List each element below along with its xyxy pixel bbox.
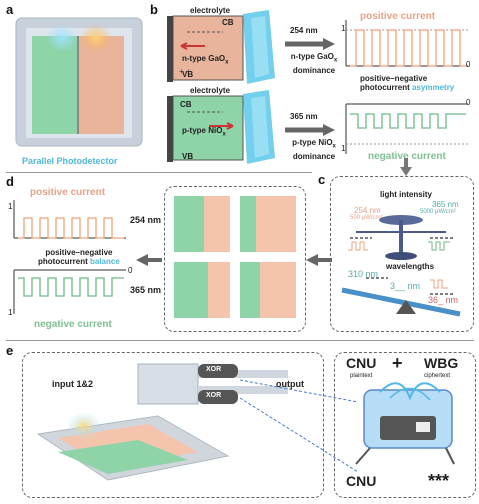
top-material-label: n-type GaOx (182, 54, 229, 66)
panel-e-right-box (334, 352, 476, 498)
left-intensity: 500 μW/cm² (350, 215, 383, 221)
bottom-dominance: p-type NiOx dominance (292, 138, 336, 161)
wavelengths-label: wavelengths (386, 262, 435, 271)
d-top-axis-one: 1 (8, 202, 13, 211)
zoom-lines (239, 379, 359, 473)
right-wavelength: 365 nm (432, 200, 459, 209)
top-axis-one: 1 (341, 24, 346, 33)
top-axis-zero: 0 (466, 60, 471, 69)
bottom-signal-label: negative current (368, 151, 446, 162)
d-positive-label: positive current (30, 187, 106, 198)
bottom-axis-one: 1 (341, 144, 346, 153)
wl-mid-label: 3__ nm (390, 281, 421, 291)
top-wavelength: 254 nm (290, 26, 318, 35)
d-negative-waveform (13, 269, 126, 314)
wl-310-label: 310 nm (348, 269, 379, 279)
d-bottom-wavelength: 365 nm (130, 285, 162, 295)
bottom-wavelength: 365 nm (290, 112, 318, 121)
output-cipher: *** (428, 471, 450, 491)
plus-sign: + (392, 353, 403, 373)
top-signal-label: positive current (360, 11, 436, 22)
arrow-down-to-c (400, 158, 412, 176)
balance-scale-bottom (341, 277, 461, 317)
input-label: input 1&2 (52, 379, 94, 389)
wbg-label: WBG (424, 355, 459, 371)
top-positive-waveform (345, 20, 468, 67)
d-positive-waveform (13, 200, 126, 239)
cnu-sub: plaintext (350, 373, 373, 379)
bottom-arrow (285, 124, 335, 136)
xor-gate-top: XOR (206, 366, 222, 373)
svg-text:+ +: + + (179, 67, 191, 76)
bottom-axis-zero: 0 (466, 98, 471, 107)
wl-other-label: 36_ nm (428, 295, 459, 305)
xor-gate-bottom: XOR (206, 392, 222, 399)
asymmetry-text: positive–negative photocurrent asymmetry (360, 74, 455, 92)
bottom-electrolyte-label: electrolyte (190, 86, 231, 95)
d-negative-label: negative current (34, 319, 112, 330)
left-wavelength: 254 nm (354, 206, 381, 215)
right-intensity: 5000 μW/cm² (420, 209, 456, 215)
bottom-cb-label: CB (180, 100, 192, 109)
panel-e-left-box (22, 352, 324, 498)
d-top-wavelength: 254 nm (130, 215, 162, 225)
arrow-c-to-middle (306, 254, 332, 266)
cnu-label: CNU (346, 355, 377, 371)
parallel-photodetector-caption: Parallel Photodetector (22, 156, 118, 166)
bottom-material-label: p-type NiOx (182, 126, 226, 138)
parallel-photodetector-illustration (15, 17, 143, 147)
configuration-box-frame (164, 186, 306, 332)
light-intensity-label: light intensity (380, 190, 432, 199)
chip-illustration (355, 382, 455, 465)
balance-text: positive–negative photocurrent balance (38, 248, 120, 266)
top-electrolyte-label: electrolyte (190, 6, 231, 15)
bottom-vb-label: VB (182, 152, 194, 161)
d-bottom-axis-zero: 0 (128, 266, 133, 275)
logic-device-illustration (36, 363, 288, 481)
arrow-middle-to-d (136, 254, 162, 266)
top-arrow (285, 38, 335, 50)
top-cb-label: CB (222, 18, 234, 27)
bottom-negative-waveform (345, 103, 468, 154)
p-type-device-illustration (167, 90, 275, 164)
panel-label-d: d (6, 174, 14, 189)
panel-label-e: e (6, 343, 14, 358)
balance-scale-top (348, 215, 454, 260)
output-cnu: CNU (346, 473, 377, 489)
panel-label-b: b (150, 2, 158, 17)
divider-top (6, 172, 312, 173)
output-label: output (276, 379, 304, 389)
divider-bottom (6, 340, 474, 341)
n-type-device-illustration: + + (167, 10, 275, 84)
top-vb-label: VB (182, 70, 194, 79)
top-dominance: n-type GaOx dominance (290, 52, 338, 75)
panel-label-c: c (318, 172, 326, 187)
panel-label-a: a (6, 2, 14, 17)
wbg-sub: ciphertext (424, 373, 451, 379)
d-bottom-axis-one: 1 (8, 308, 13, 317)
panel-c-box (330, 176, 474, 332)
configuration-squares (174, 196, 296, 318)
